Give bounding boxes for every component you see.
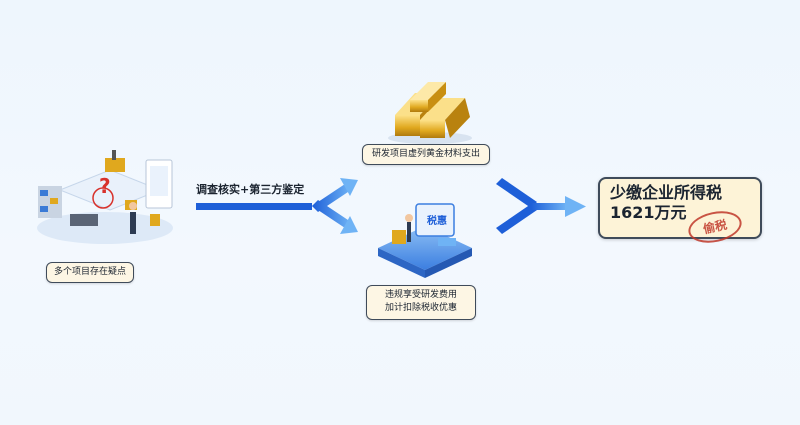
investigation-arrow (196, 178, 358, 234)
tax-benefit-icon (378, 203, 472, 278)
result-line2: 1621万元 (610, 203, 687, 222)
merge-arrow (496, 178, 586, 234)
tax-card-text: 税惠 (427, 216, 447, 227)
left-node-label: 多个项目存在疑点 (46, 262, 134, 283)
mid-node-label-line2: 加计扣除税收优惠 (384, 303, 457, 313)
mid-node-label-line1: 违规享受研发费用 (384, 290, 457, 300)
investigation-label: 调查核实+第三方鉴定 (196, 183, 305, 196)
top-node-label: 研发项目虚列黄金材料支出 (362, 144, 490, 165)
warehouse-investigation-icon: ? (37, 150, 173, 244)
mid-node-label: 违规享受研发费用 加计扣除税收优惠 (366, 285, 476, 320)
result-line1: 少缴企业所得税 (610, 183, 723, 202)
gold-bars-icon (388, 82, 472, 144)
result-box: 少缴企业所得税 1621万元 (598, 177, 762, 239)
svg-text:?: ? (99, 174, 111, 198)
